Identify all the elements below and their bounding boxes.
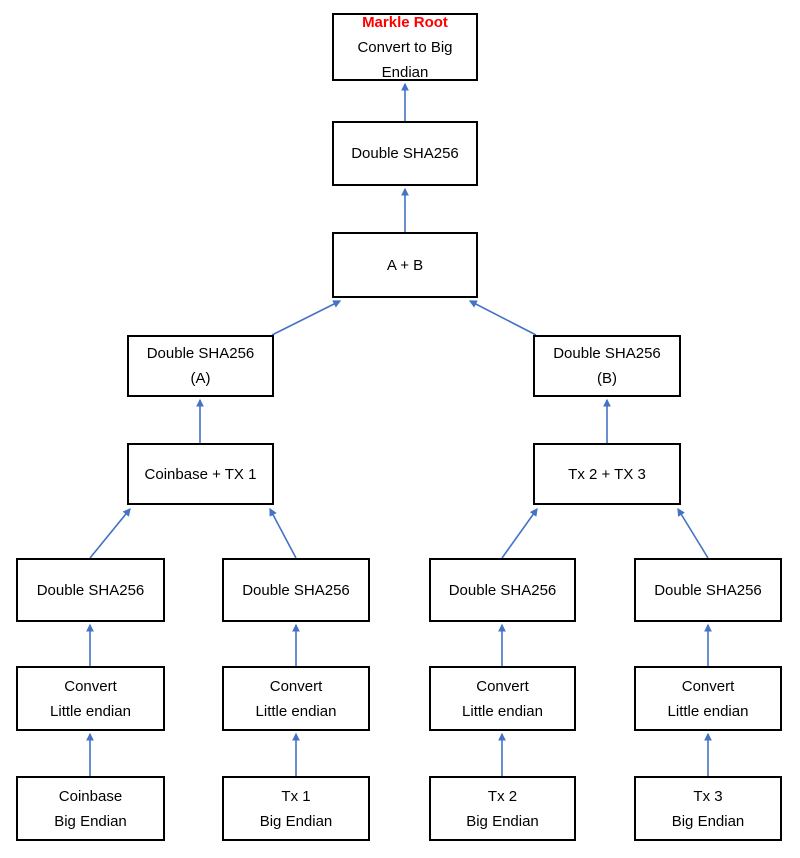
- tx2-plus-tx3-box-line-1: Tx 2 + TX 3: [568, 465, 646, 483]
- double-sha256-a-box-line-1: Double SHA256: [146, 345, 255, 362]
- leaf1-convert-box-line-2: Little endian: [50, 702, 131, 720]
- leaf2-double-sha256-box: Double SHA256: [222, 558, 370, 622]
- tx3-source-box-line-1: Tx 3: [693, 787, 723, 805]
- tx1-source-box-line-2: Big Endian: [259, 812, 333, 830]
- leaf2-convert-box-line-2: Little endian: [255, 702, 337, 720]
- double-sha256-b-box: Double SHA256 (B): [533, 335, 681, 397]
- tx2-plus-tx3-box: Tx 2 + TX 3: [533, 443, 681, 505]
- tx2-source-box-line-1: Tx 2: [487, 787, 518, 805]
- tx1-source-box-line-1: Tx 1: [281, 787, 311, 805]
- double-sha256-a-box: Double SHA256 (A): [127, 335, 274, 397]
- leaf3-convert-box-line-1: Convert: [476, 677, 529, 695]
- leaf3-double-sha256-box-line-1: Double SHA256: [448, 581, 557, 599]
- leaf1-double-sha256-box-line-1: Double SHA256: [36, 581, 145, 599]
- edge-leaf4-to-tx2-tx3: [677, 507, 709, 559]
- leaf1-convert-box-line-1: Convert: [64, 677, 117, 695]
- merkle-root-box-line-2: Convert to Big: [357, 38, 453, 56]
- coinbase-source-box-line-2: Big Endian: [54, 812, 127, 830]
- coinbase-plus-tx1-box: Coinbase + TX 1: [127, 443, 274, 505]
- tx1-source-box: Tx 1 Big Endian: [222, 776, 370, 841]
- tx3-source-box: Tx 3 Big Endian: [634, 776, 782, 841]
- tx3-source-box-line-2: Big Endian: [671, 812, 745, 830]
- leaf4-convert-box-line-2: Little endian: [667, 702, 749, 720]
- double-sha256-b-box-line-2: (B): [597, 370, 617, 387]
- edge-leaf2-to-coinbase-tx1: [269, 507, 297, 559]
- leaf3-convert-box-line-2: Little endian: [462, 702, 543, 720]
- coinbase-source-box-line-1: Coinbase: [58, 787, 123, 805]
- leaf1-double-sha256-box: Double SHA256: [16, 558, 165, 622]
- leaf3-double-sha256-box: Double SHA256: [429, 558, 576, 622]
- merkle-root-box-line-1: Markle Root: [362, 13, 448, 31]
- edge-leaf3-to-tx2-tx3: [501, 507, 538, 559]
- double-sha256-b-box-line-1: Double SHA256: [553, 345, 661, 362]
- double-sha256-a-box-line-2: (A): [190, 370, 211, 387]
- tx2-source-box-line-2: Big Endian: [466, 812, 539, 830]
- edge-b-to-ab: [468, 300, 537, 336]
- leaf4-double-sha256-box-line-1: Double SHA256: [654, 581, 762, 599]
- edge-leaf1-to-coinbase-tx1: [89, 508, 131, 559]
- tx2-source-box: Tx 2 Big Endian: [429, 776, 576, 841]
- a-plus-b-box: A + B: [332, 232, 478, 298]
- leaf2-convert-box-line-1: Convert: [269, 677, 323, 695]
- leaf2-double-sha256-box-line-1: Double SHA256: [242, 581, 350, 599]
- leaf4-convert-box-line-1: Convert: [681, 677, 735, 695]
- a-plus-b-box-line-1: A + B: [386, 256, 424, 274]
- root-double-sha256-box: Double SHA256: [332, 121, 478, 186]
- leaf4-double-sha256-box: Double SHA256: [634, 558, 782, 622]
- merkle-root-box-line-3: Endian: [381, 63, 429, 81]
- edge-a-to-ab: [271, 300, 342, 336]
- root-double-sha256-box-line-1: Double SHA256: [351, 145, 459, 162]
- coinbase-plus-tx1-box-line-1: Coinbase + TX 1: [144, 465, 257, 483]
